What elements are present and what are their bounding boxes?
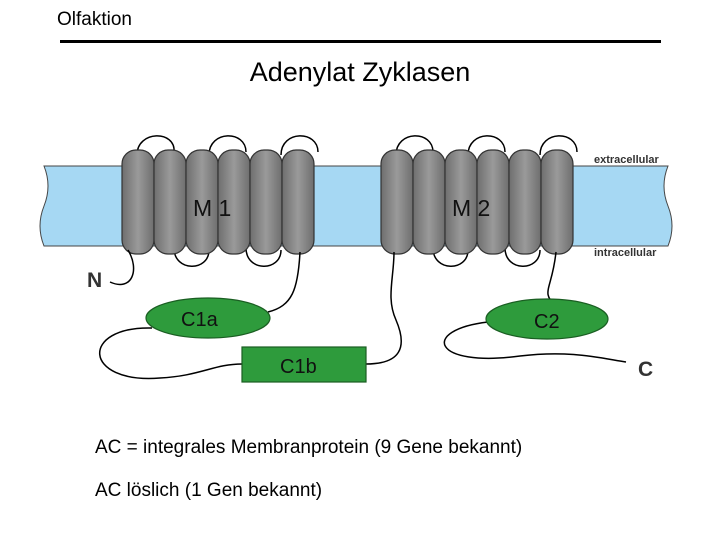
m2-extracellular-loops bbox=[395, 135, 578, 156]
m1-label: M 1 bbox=[193, 195, 231, 221]
m1-helices bbox=[121, 149, 315, 255]
caption-soluble: AC löslich (1 Gen bekannt) bbox=[95, 480, 323, 501]
c2-c-terminus-tail bbox=[443, 321, 627, 363]
c1b-m2-linker bbox=[365, 251, 402, 365]
section-label: Olfaktion bbox=[57, 9, 132, 30]
c1a-label: C1a bbox=[181, 309, 219, 331]
m2-label: M 2 bbox=[452, 195, 490, 221]
c-terminus-label: C bbox=[638, 358, 653, 381]
m2-c2-linker bbox=[547, 251, 557, 307]
m2-helices bbox=[380, 149, 574, 255]
c2-domain bbox=[485, 298, 609, 340]
extracellular-label: extracellular bbox=[594, 154, 660, 166]
page-title: Adenylat Zyklasen bbox=[249, 57, 471, 87]
m1-extracellular-loops bbox=[136, 135, 319, 156]
intracellular-label: intracellular bbox=[594, 247, 657, 259]
header-divider bbox=[60, 40, 661, 43]
c2-label: C2 bbox=[534, 311, 560, 333]
caption-integral-membrane: AC = integrales Membranprotein (9 Gene b… bbox=[95, 437, 523, 458]
n-terminus-label: N bbox=[87, 269, 102, 292]
c1b-domain bbox=[241, 346, 367, 383]
c1b-label: C1b bbox=[280, 356, 317, 378]
c1a-domain bbox=[145, 297, 271, 339]
c1a-c1b-linker bbox=[99, 327, 243, 380]
n-terminus-tail bbox=[109, 249, 135, 286]
m1-c1a-linker bbox=[267, 251, 301, 313]
